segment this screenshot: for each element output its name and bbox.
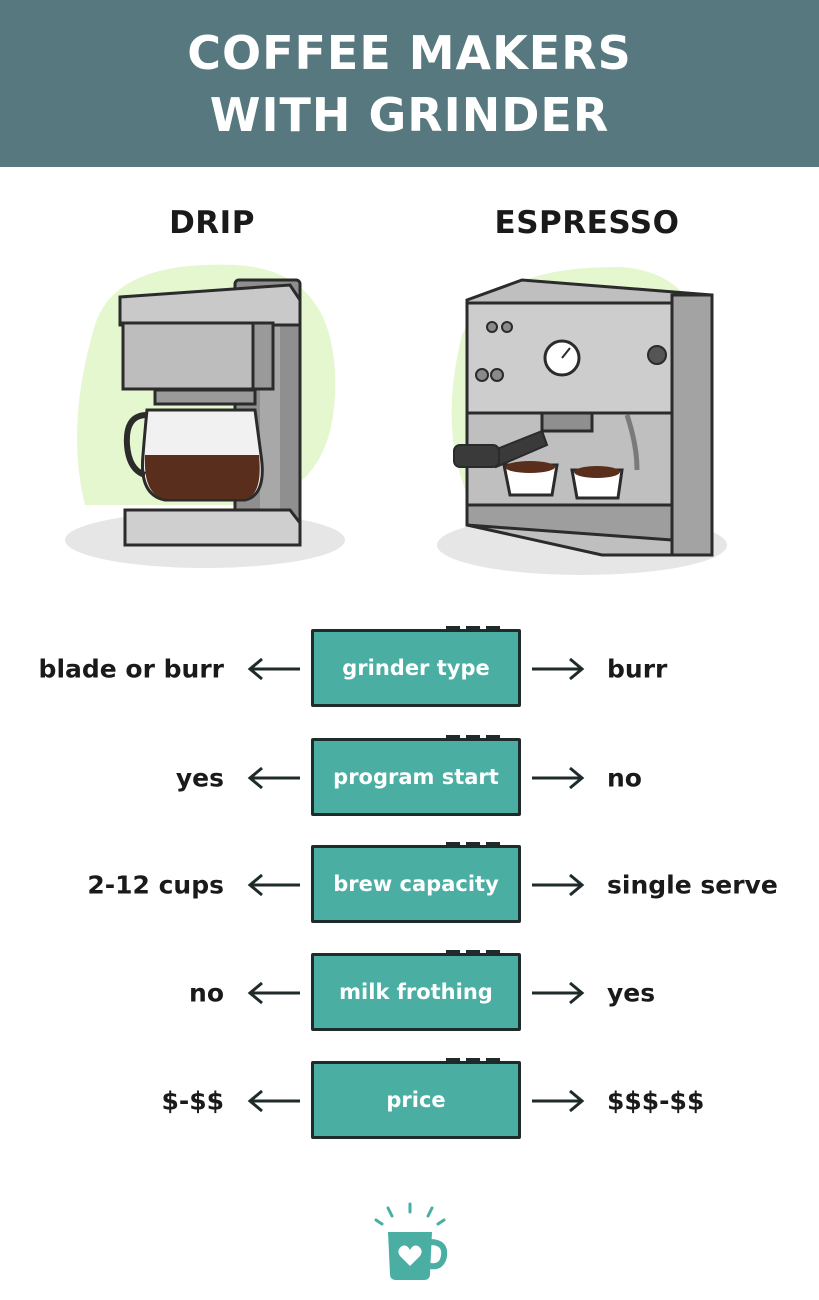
feature-label-box: brew capacity — [311, 842, 521, 923]
feature-label: grinder type — [342, 656, 490, 680]
arrow-left-icon — [247, 766, 300, 790]
arrow-right-icon — [532, 766, 585, 790]
feature-label-box: program start — [311, 735, 521, 816]
espresso-machine-icon — [437, 266, 727, 575]
feature-label: milk frothing — [339, 980, 493, 1004]
arrow-right-icon — [532, 1089, 585, 1113]
box-dash-decoration — [446, 626, 506, 632]
espresso-value: yes — [607, 978, 656, 1008]
espresso-value: burr — [607, 654, 668, 684]
box-dash-decoration — [446, 842, 506, 848]
box-dash-decoration — [446, 950, 506, 956]
drip-column-title: DRIP — [169, 205, 255, 241]
arrow-left-icon — [247, 1089, 300, 1113]
arrow-left-icon — [247, 657, 300, 681]
feature-label-box: grinder type — [311, 626, 521, 707]
espresso-value: no — [607, 763, 642, 793]
title-line-2: WITH GRINDER — [209, 87, 610, 142]
arrow-left-icon — [247, 873, 300, 897]
comparison-row: yes program start no — [0, 735, 819, 818]
title-line-1: COFFEE MAKERS — [187, 25, 632, 80]
espresso-value: single serve — [607, 870, 778, 900]
comparison-row: no milk frothing yes — [0, 950, 819, 1033]
comparison-row: blade or burr grinder type burr — [0, 626, 819, 709]
drip-value: no — [189, 978, 224, 1008]
drip-value: $-$$ — [161, 1086, 224, 1116]
feature-label: program start — [333, 765, 499, 789]
drip-coffee-maker-icon — [65, 264, 345, 568]
espresso-column-title: ESPRESSO — [494, 205, 680, 241]
arrow-right-icon — [532, 873, 585, 897]
drip-value: 2-12 cups — [87, 870, 224, 900]
feature-label-box: milk frothing — [311, 950, 521, 1031]
drip-value: blade or burr — [38, 654, 224, 684]
espresso-value: $$$-$$ — [607, 1086, 705, 1116]
arrow-right-icon — [532, 657, 585, 681]
box-dash-decoration — [446, 735, 506, 741]
drip-value: yes — [175, 763, 224, 793]
coffee-mug-heart-icon — [374, 1202, 448, 1280]
comparison-row: $-$$ price $$$-$$ — [0, 1058, 819, 1141]
arrow-right-icon — [532, 981, 585, 1005]
feature-label-box: price — [311, 1058, 521, 1139]
feature-label: brew capacity — [333, 872, 499, 896]
arrow-left-icon — [247, 981, 300, 1005]
feature-label: price — [386, 1088, 446, 1112]
header-banner: COFFEE MAKERS WITH GRINDER — [0, 0, 819, 167]
box-dash-decoration — [446, 1058, 506, 1064]
comparison-row: 2-12 cups brew capacity single serve — [0, 842, 819, 925]
